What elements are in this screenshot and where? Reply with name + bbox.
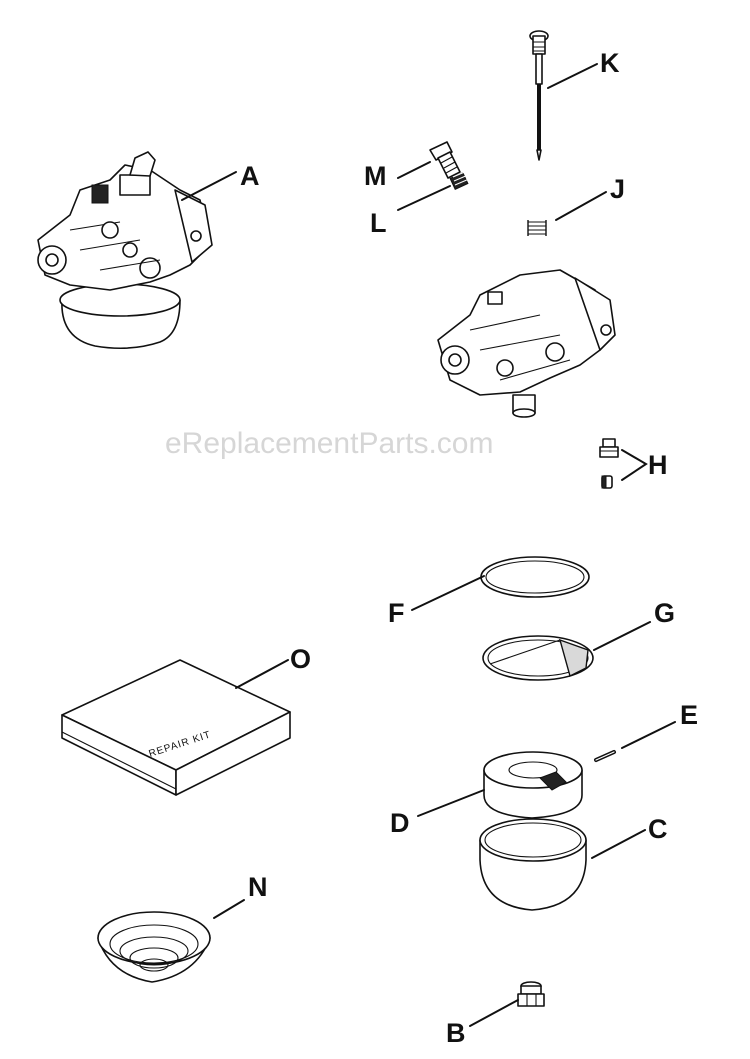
- part-a-carburetor-assembly[interactable]: [37, 151, 213, 350]
- label-k: K: [600, 48, 620, 78]
- part-e-pin[interactable]: [594, 750, 616, 762]
- label-m: M: [364, 161, 387, 191]
- leader-o: [235, 659, 289, 689]
- label-a: A: [240, 161, 260, 191]
- leader-h: [621, 449, 648, 481]
- leader-l: [397, 185, 451, 211]
- label-c: C: [648, 814, 668, 844]
- part-m-screw[interactable]: [429, 141, 461, 179]
- leader-f: [411, 575, 485, 611]
- leader-g: [593, 621, 651, 651]
- label-e: E: [680, 700, 698, 730]
- label-n: N: [248, 872, 268, 902]
- label-j: J: [610, 174, 625, 204]
- part-f-gasket[interactable]: [480, 556, 590, 598]
- leader-b: [469, 999, 519, 1027]
- leader-c: [591, 829, 646, 859]
- part-c-float-bowl[interactable]: [479, 818, 587, 911]
- watermark: eReplacementParts.com: [165, 427, 493, 460]
- label-h: H: [648, 450, 668, 480]
- part-n-cone-cup[interactable]: [97, 911, 211, 983]
- label-f: F: [388, 598, 405, 628]
- part-b-bowl-nut[interactable]: [517, 981, 545, 1007]
- part-h-fittings[interactable]: [599, 438, 619, 489]
- part-k-needle[interactable]: [529, 30, 549, 161]
- leader-k: [547, 63, 598, 89]
- part-l-spring[interactable]: [449, 170, 470, 191]
- carburetor-body[interactable]: [437, 269, 616, 418]
- label-l: L: [370, 208, 387, 238]
- part-d-float[interactable]: [483, 751, 583, 819]
- leader-e: [621, 721, 676, 749]
- part-o-repair-kit[interactable]: REPAIR KIT: [61, 659, 291, 796]
- part-j-spring[interactable]: [527, 220, 547, 236]
- leader-d: [417, 789, 485, 817]
- leader-m: [397, 161, 431, 179]
- part-g-bowl-gasket[interactable]: [482, 635, 594, 681]
- leader-n: [213, 899, 245, 919]
- leader-a: [181, 171, 237, 201]
- label-g: G: [654, 598, 675, 628]
- label-o: O: [290, 644, 311, 674]
- label-d: D: [390, 808, 410, 838]
- leader-j: [555, 191, 607, 221]
- label-b: B: [446, 1018, 466, 1048]
